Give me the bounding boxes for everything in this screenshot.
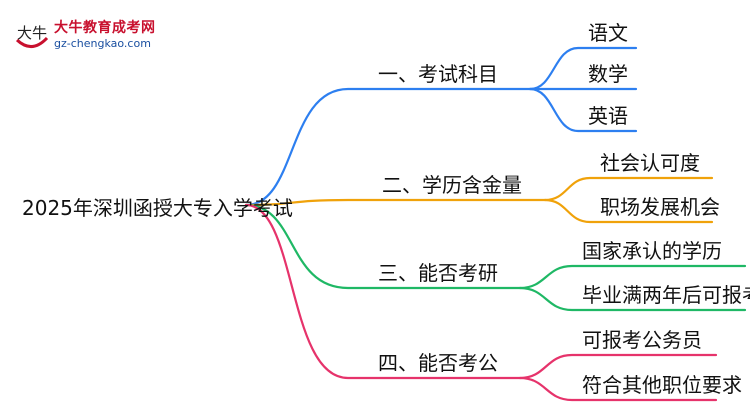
leaf-label-3-2: 毕业满两年后可报考 (582, 283, 750, 307)
branch-label-3: 三、能否考研 (378, 261, 498, 285)
branch-label-1: 一、考试科目 (378, 62, 498, 86)
leaf-connector-1-1 (528, 46, 638, 91)
leaf-connector-3-2 (518, 286, 747, 312)
logo-url: gz-chengkao.com (54, 37, 151, 50)
leaf-connector-2-1 (543, 176, 714, 202)
logo-mark-icon: 大牛 (15, 24, 49, 48)
logo-name: 大牛教育成考网 (54, 20, 156, 36)
leaf-connector-2-2 (543, 198, 714, 224)
branch-connector-1 (244, 87, 532, 207)
leaf-connector-4-1 (518, 353, 718, 380)
leaf-label-2-1: 社会认可度 (600, 151, 700, 175)
branch-connector-4 (244, 203, 522, 380)
branch-connector-2 (244, 198, 547, 207)
branch-connector-3 (244, 203, 522, 290)
leaf-connector-1-3 (528, 87, 638, 133)
logo-mark-text: 大牛 (17, 24, 47, 42)
leaf-label-1-2: 数学 (588, 62, 628, 86)
leaf-label-4-2: 符合其他职位要求 (582, 373, 742, 397)
branch-label-4: 四、能否考公 (378, 351, 498, 375)
leaf-connector-4-2 (518, 376, 718, 402)
site-logo: 大牛 大牛教育成考网 gz-chengkao.com (14, 14, 164, 54)
leaf-connector-3-1 (518, 264, 747, 290)
leaf-label-3-1: 国家承认的学历 (582, 239, 722, 263)
leaf-label-4-1: 可报考公务员 (582, 328, 702, 352)
branch-label-2: 二、学历含金量 (382, 173, 522, 197)
leaf-label-2-2: 职场发展机会 (600, 195, 720, 219)
leaf-label-1-3: 英语 (588, 104, 628, 128)
root-topic: 2025年深圳函授大专入学考试 (22, 196, 293, 220)
leaf-label-1-1: 语文 (588, 21, 628, 45)
